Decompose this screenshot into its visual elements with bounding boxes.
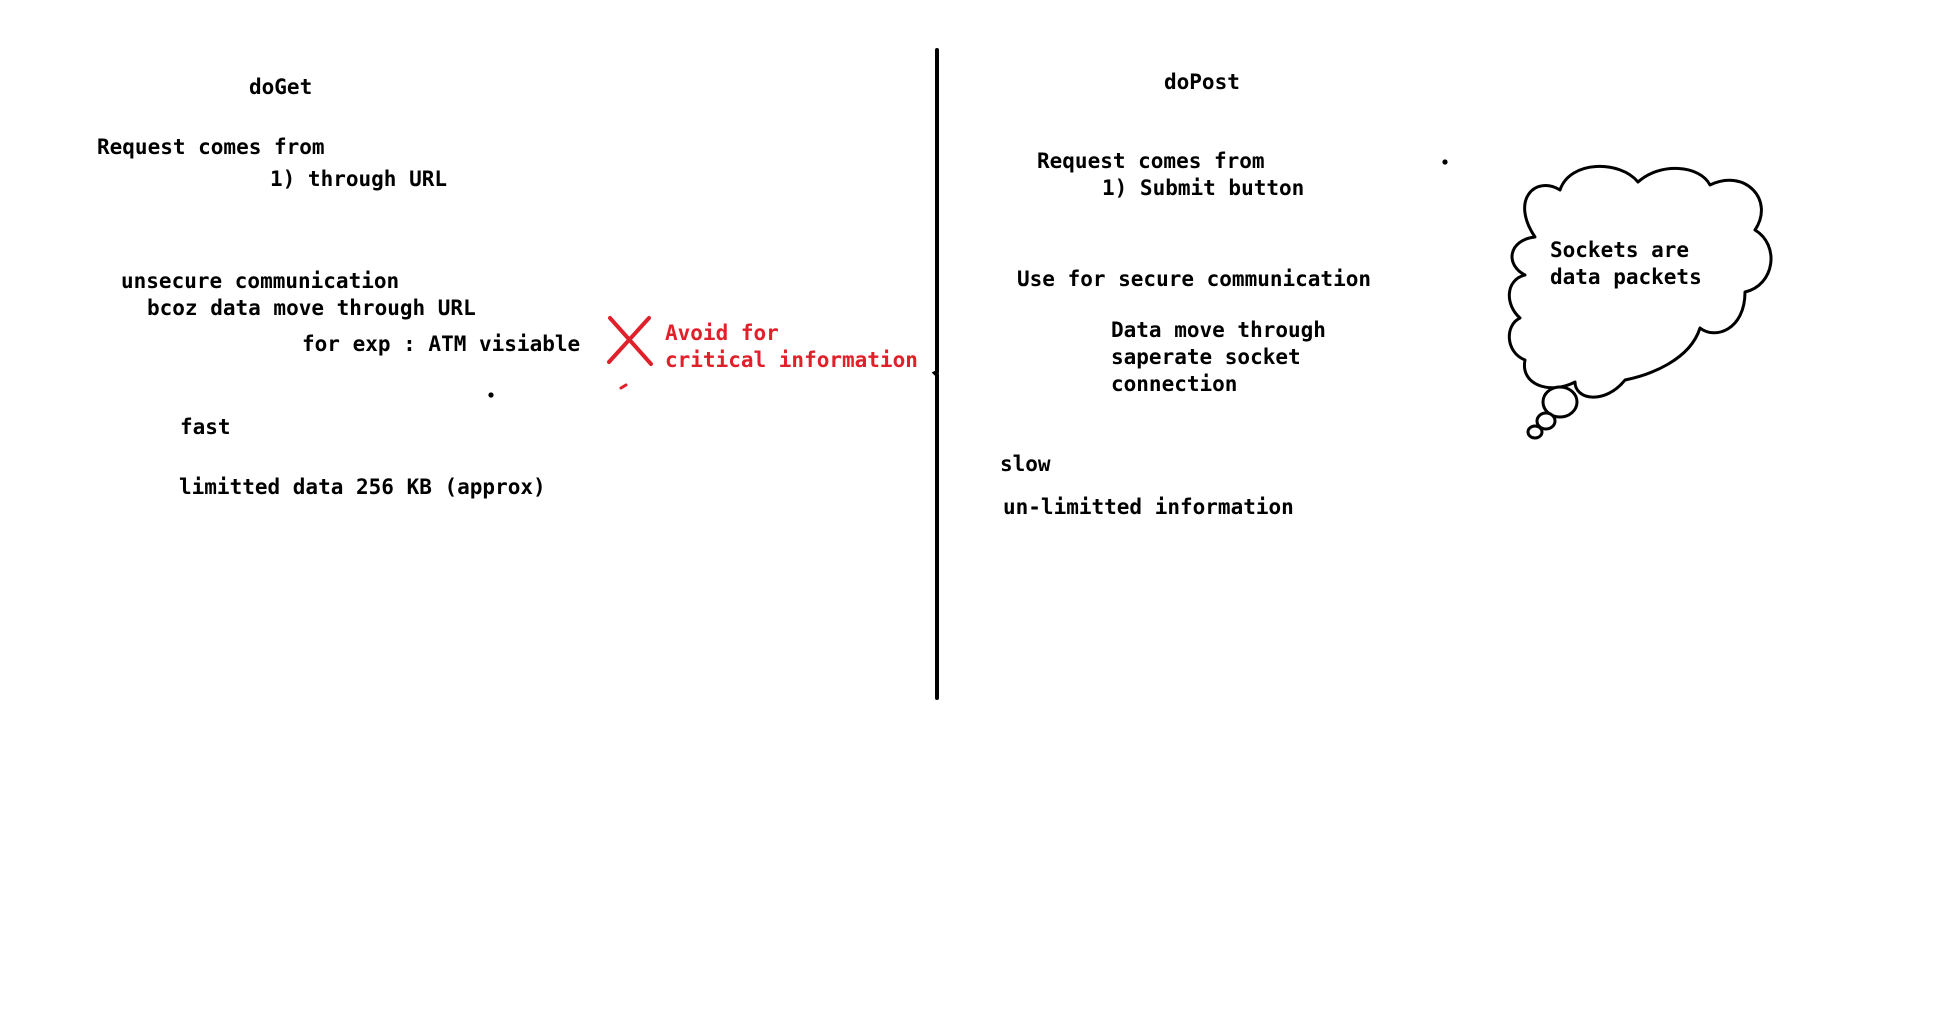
dopost-security: Use for secure communication — [1017, 267, 1372, 291]
doget-example: for exp : ATM visiable — [302, 332, 581, 356]
stray-dot-left — [488, 392, 494, 398]
dopost-request-item: 1) Submit button — [1102, 176, 1305, 200]
dopost-detail-line2: saperate socket — [1111, 345, 1301, 369]
doget-warning-line2: critical information — [665, 348, 918, 372]
dopost-detail-line3: connection — [1111, 372, 1238, 396]
thought-bubble-icon — [1507, 164, 1773, 440]
thought-bubble-line1: Sockets are — [1550, 238, 1690, 262]
doget-speed: fast — [180, 415, 231, 439]
doget-request-heading: Request comes from — [97, 135, 325, 159]
thought-bubble-tail-medium — [1535, 411, 1557, 431]
stray-dot-right — [1442, 159, 1448, 165]
doget-request-item: 1) through URL — [270, 167, 448, 191]
dopost-detail-line1: Data move through — [1111, 318, 1326, 342]
thought-bubble-tail-small — [1526, 424, 1544, 440]
doget-warning-line1: Avoid for — [665, 321, 779, 345]
doget-security: unsecure communication — [121, 269, 400, 293]
doget-reason: bcoz data move through URL — [147, 296, 476, 320]
doget-title: doGet — [249, 75, 313, 99]
dopost-limit: un-limitted information — [1003, 495, 1294, 519]
column-divider — [931, 48, 939, 700]
cross-icon — [607, 316, 653, 366]
doget-limit: limitted data 256 KB (approx) — [179, 475, 546, 499]
thought-bubble-tail-large — [1541, 385, 1579, 419]
dopost-title: doPost — [1164, 70, 1240, 94]
red-stray-mark — [619, 383, 628, 390]
thought-bubble-line2: data packets — [1550, 265, 1702, 289]
dopost-request-heading: Request comes from — [1037, 149, 1265, 173]
dopost-speed: slow — [1000, 452, 1051, 476]
